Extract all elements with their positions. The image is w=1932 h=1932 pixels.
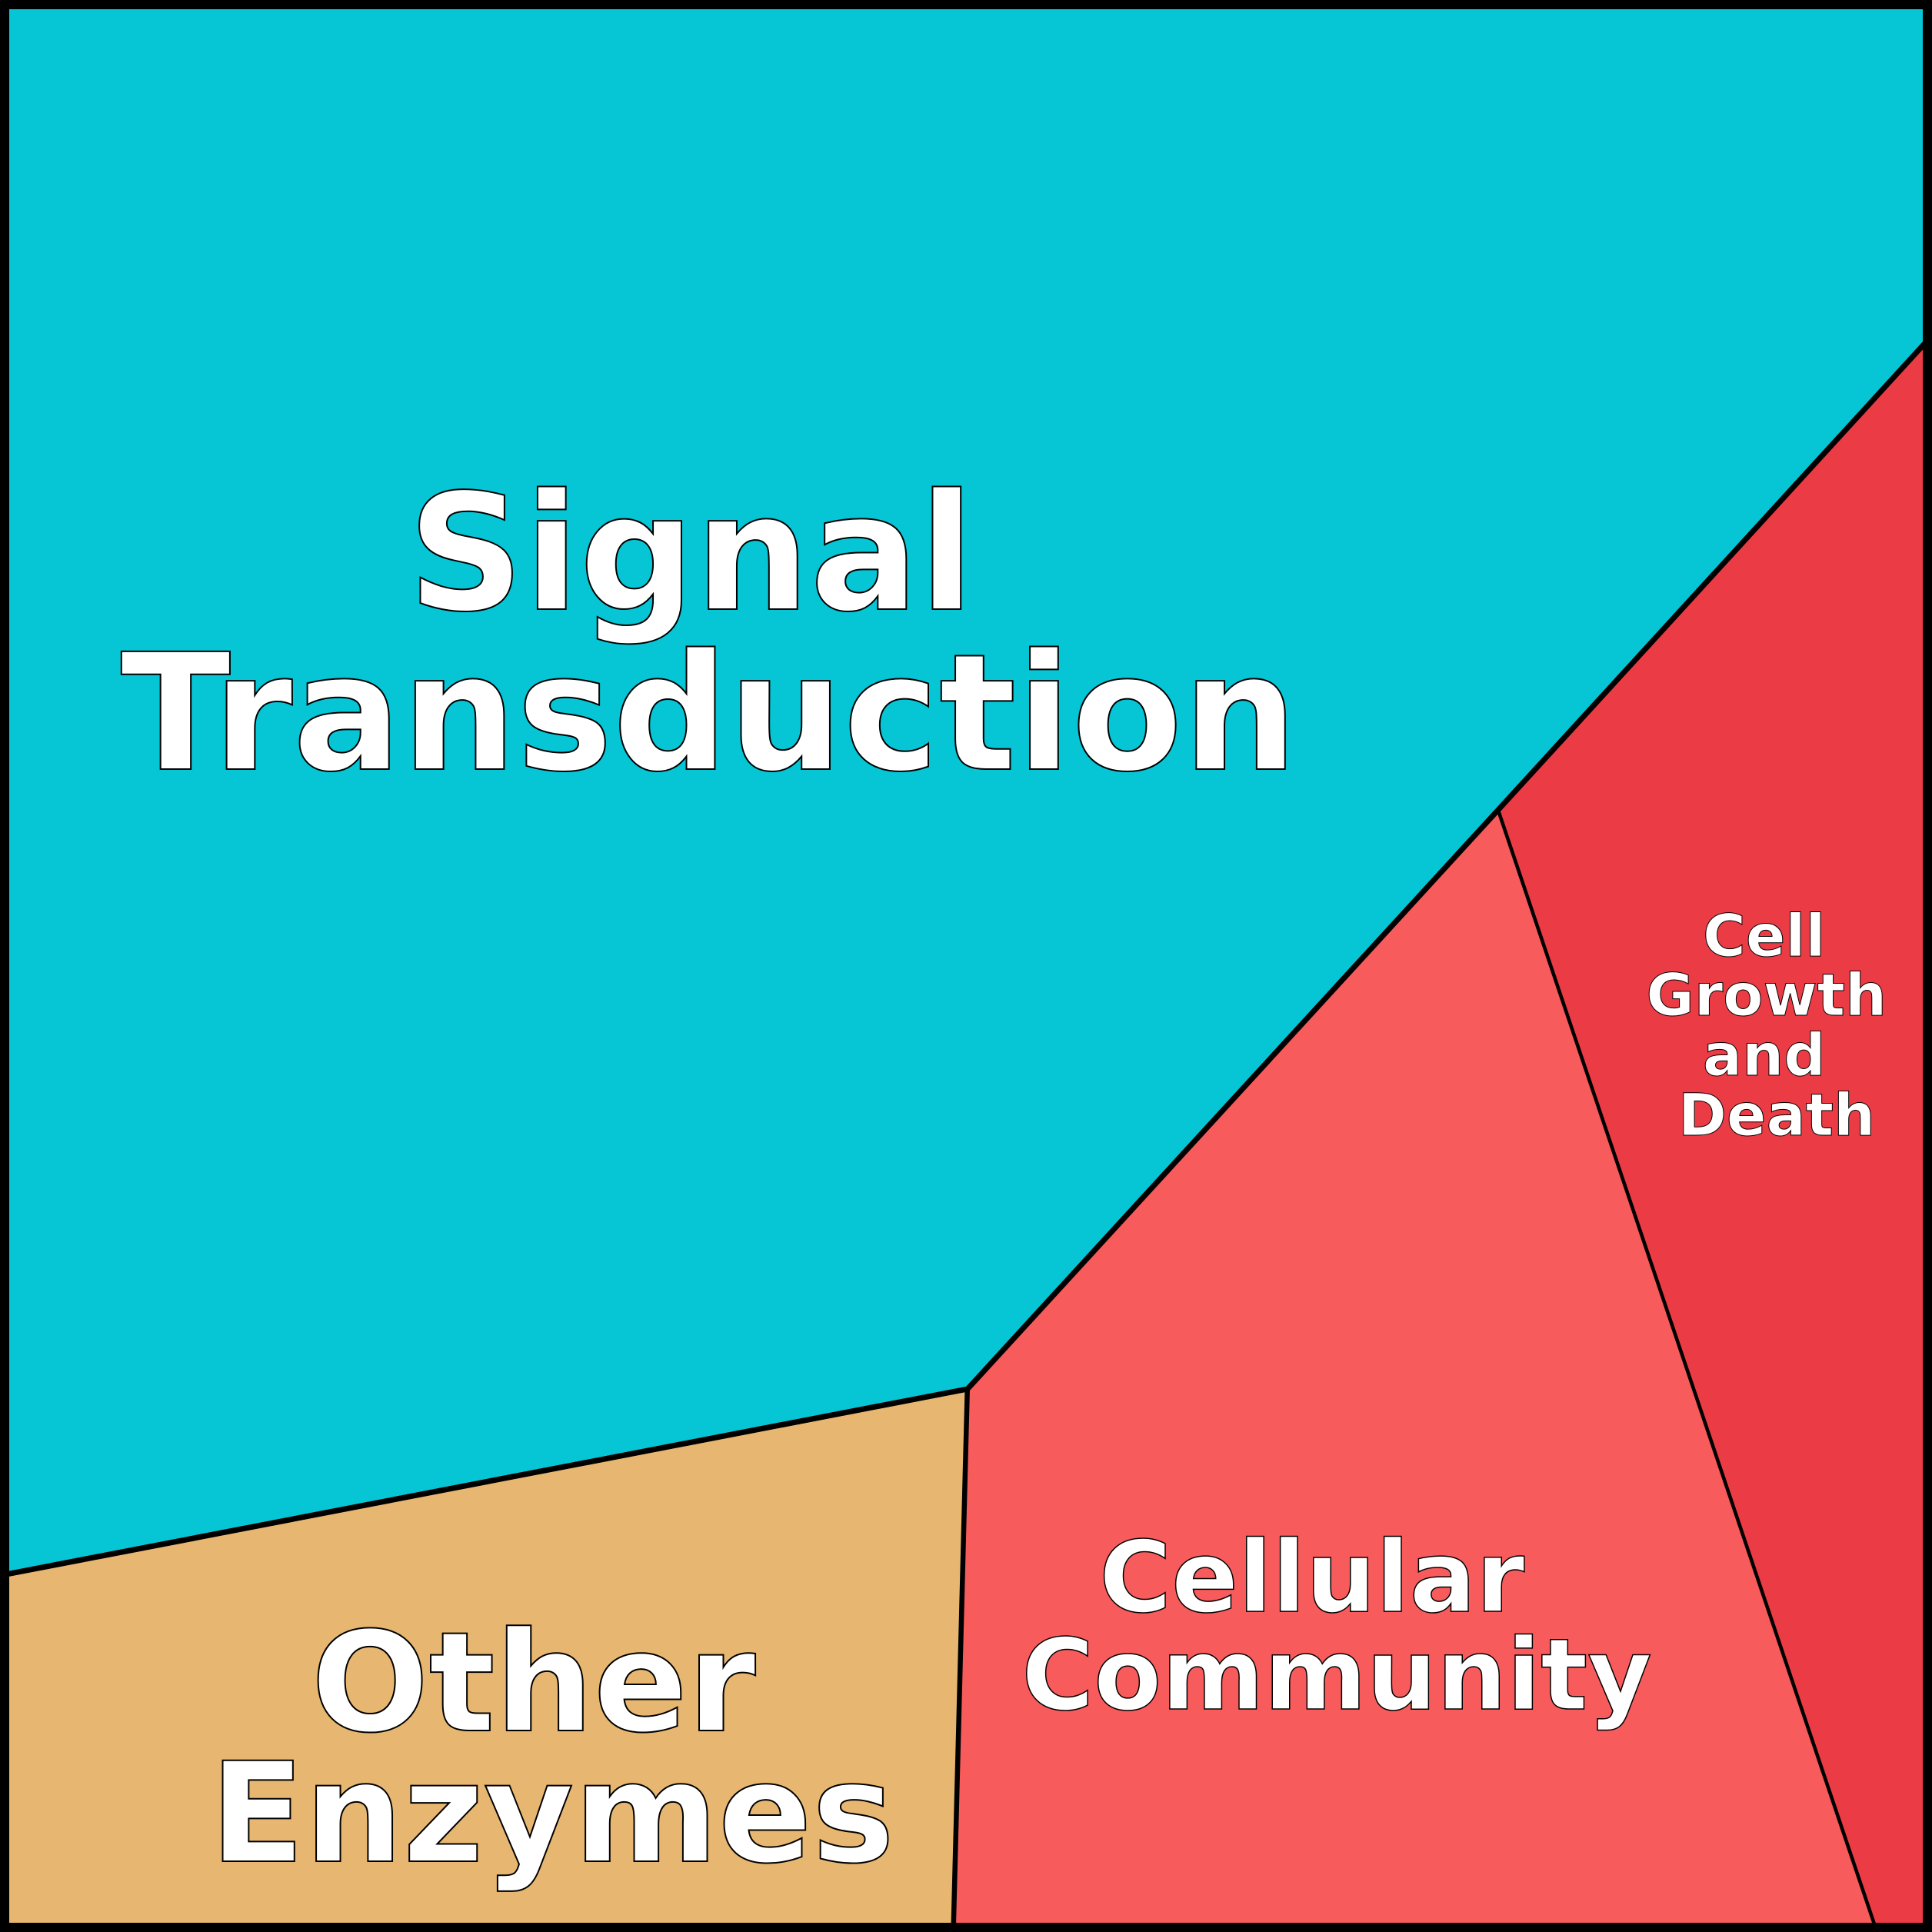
label-cellular-community: Cellular Community [1021,1521,1651,1733]
divider-signal-boundary [5,340,1928,1577]
divider-community-growth [1497,809,1877,1927]
label-line: and [1703,1021,1826,1089]
label-cell-growth-and-death: Cell Growth and Death [1646,901,1907,1149]
label-line: Growth [1646,961,1887,1029]
label-line: Cell [1703,901,1825,970]
label-line: Community [1021,1618,1651,1733]
label-signal-transduction: Signal Transduction [121,459,1297,808]
divider-enzymes-community [951,1388,970,1927]
label-line: Signal [408,459,974,648]
label-other-enzymes: Other Enzymes [210,1603,894,1894]
label-line: Other [311,1603,756,1764]
label-line: Death [1678,1081,1875,1149]
label-line: Transduction [121,619,1297,808]
label-line: Cellular [1099,1521,1524,1635]
label-line: Enzymes [210,1734,894,1894]
